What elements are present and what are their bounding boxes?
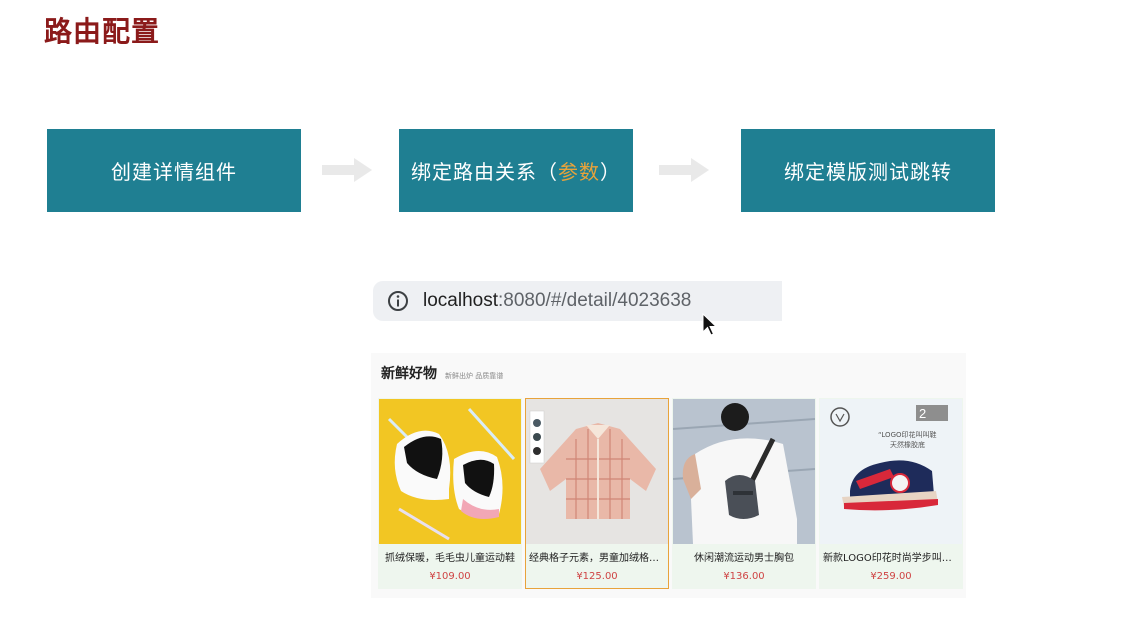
product-name[interactable]: 休闲潮流运动男士胸包 bbox=[694, 553, 794, 564]
step-create-detail-component: 创建详情组件 bbox=[47, 129, 301, 212]
product-card[interactable]: 抓绒保暖，毛毛虫儿童运动鞋 ¥109.00 bbox=[378, 398, 522, 589]
panel-title: 新鲜好物 bbox=[381, 366, 437, 382]
step-label-suffix: ） bbox=[600, 160, 621, 184]
info-icon[interactable] bbox=[387, 290, 409, 312]
product-name[interactable]: 新款LOGO印花时尚学步叫叫鞋 bbox=[823, 553, 962, 564]
fresh-goods-panel: 新鲜好物 新鲜出炉 品质靠谱 抓绒保暖，毛毛虫儿童运动鞋 ¥109.00 bbox=[371, 353, 966, 598]
page-title: 路由配置 bbox=[44, 15, 161, 48]
step-label: 创建详情组件 bbox=[111, 160, 237, 184]
product-badge: 2 bbox=[919, 406, 926, 421]
product-name[interactable]: 经典格子元素，男童加绒格子衬衫 bbox=[529, 553, 668, 564]
product-card[interactable]: 休闲潮流运动男士胸包 ¥136.00 bbox=[672, 398, 816, 589]
arrow-right-icon bbox=[659, 158, 709, 182]
panel-header: 新鲜好物 新鲜出炉 品质靠谱 bbox=[381, 363, 503, 383]
mouse-cursor-icon bbox=[702, 313, 718, 336]
url-host: localhost bbox=[423, 290, 498, 311]
product-price: ¥136.00 bbox=[723, 571, 765, 582]
product-list: 抓绒保暖，毛毛虫儿童运动鞋 ¥109.00 bbox=[378, 398, 966, 589]
product-price: ¥109.00 bbox=[429, 571, 471, 582]
product-ad-text: 天然橡胶底 bbox=[890, 440, 925, 449]
product-card[interactable]: 经典格子元素，男童加绒格子衬衫 ¥125.00 bbox=[525, 398, 669, 589]
url-text[interactable]: localhost:8080/#/detail/4023638 bbox=[423, 290, 691, 312]
product-image-kids-sneakers[interactable] bbox=[379, 399, 521, 544]
address-bar[interactable]: localhost:8080/#/detail/4023638 bbox=[373, 281, 782, 321]
product-card[interactable]: 2 “LOGO印花叫叫鞋 天然橡胶底 新款LOGO印花时尚学步叫叫鞋 ¥259.… bbox=[819, 398, 963, 589]
arrow-right-icon bbox=[322, 158, 372, 182]
product-ad-text: “LOGO印花叫叫鞋 bbox=[878, 430, 937, 439]
step-label: 绑定模版测试跳转 bbox=[784, 160, 952, 184]
url-path: :8080/#/detail/4023638 bbox=[498, 290, 692, 311]
product-image-plaid-shirt[interactable] bbox=[526, 399, 668, 544]
panel-subtitle: 新鲜出炉 品质靠谱 bbox=[445, 372, 504, 380]
step-label: 绑定路由关系（ bbox=[411, 160, 558, 184]
step-bind-route-params: 绑定路由关系（参数） bbox=[399, 129, 633, 212]
step-bind-template-test-jump: 绑定模版测试跳转 bbox=[741, 129, 995, 212]
product-name[interactable]: 抓绒保暖，毛毛虫儿童运动鞋 bbox=[385, 553, 515, 564]
product-image-chest-bag[interactable] bbox=[673, 399, 815, 544]
product-price: ¥125.00 bbox=[576, 571, 618, 582]
step-label-highlight: 参数 bbox=[558, 160, 600, 184]
product-price: ¥259.00 bbox=[870, 571, 912, 582]
product-image-toddler-shoes[interactable]: 2 “LOGO印花叫叫鞋 天然橡胶底 bbox=[820, 399, 962, 544]
